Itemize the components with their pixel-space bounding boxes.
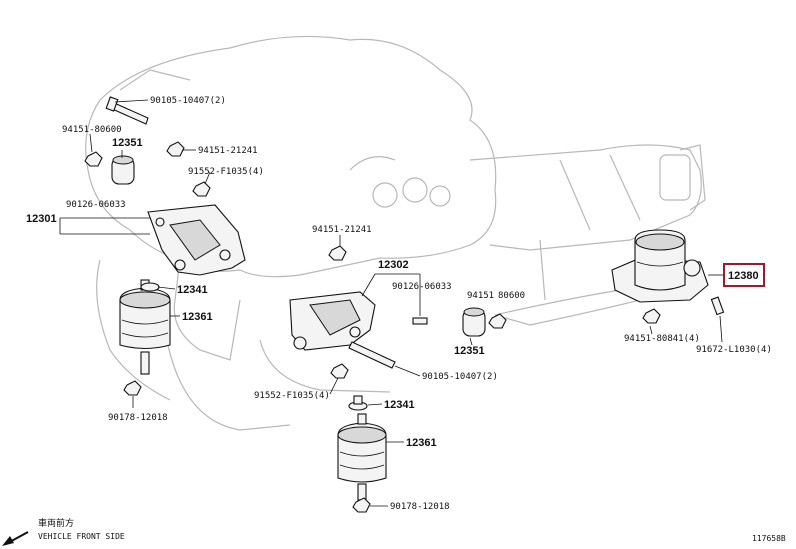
- transmission-ghost-outline: [469, 144, 706, 326]
- nut-94151-21241-center: [328, 245, 347, 261]
- label-80600-center: 80600: [498, 291, 525, 301]
- label-12341-center: 12341: [384, 399, 415, 411]
- label-12351-center: 12351: [454, 345, 485, 357]
- label-94151-21241-left: 94151-21241: [198, 146, 258, 156]
- label-94151-80600-left: 94151-80600: [62, 125, 122, 135]
- label-91672: 91672-L1030(4): [696, 345, 772, 355]
- nut-90178-center: [352, 497, 371, 513]
- nut-94151-80600-left: [84, 151, 103, 167]
- transmission-mount-12380: [611, 229, 709, 303]
- stopper-12351-center: [462, 307, 486, 337]
- bolt-91552-center: [330, 363, 349, 379]
- label-12341-left: 12341: [177, 284, 208, 296]
- label-90126-center: 90126-06033: [392, 282, 452, 292]
- insulator-12361-center: [337, 413, 387, 501]
- label-12351-left: 12351: [112, 137, 143, 149]
- bolt-90126-center: [412, 317, 428, 325]
- bolt-90105-center: [348, 341, 396, 369]
- center-bracket-12302: [289, 291, 376, 351]
- label-90178-left: 90178-12018: [108, 413, 168, 423]
- front-text-jp: 車両前方: [38, 517, 74, 529]
- label-12380[interactable]: 12380: [728, 270, 759, 282]
- nut-90178-left: [123, 380, 142, 396]
- bolt-90105-left: [105, 96, 149, 125]
- label-90126-left: 90126-06033: [66, 200, 126, 210]
- label-12361-left: 12361: [182, 311, 213, 323]
- label-12302: 12302: [378, 259, 409, 271]
- label-90105-left: 90105-10407(2): [150, 96, 226, 106]
- nut-94151-80600-center: [488, 313, 507, 329]
- highlight-box-12380: [723, 263, 765, 287]
- bolt-91552-left: [192, 181, 211, 197]
- label-94151-21241-center: 94151-21241: [312, 225, 372, 235]
- nut-94151-21241-left: [166, 141, 185, 157]
- engine-ghost-outline: [85, 35, 497, 431]
- stopper-12351-left: [111, 155, 135, 185]
- label-91552-left: 91552-F1035(4): [188, 167, 264, 177]
- bolt-91672: [710, 296, 725, 316]
- diagram-id: 117658B: [752, 534, 786, 543]
- label-90105-center: 90105-10407(2): [422, 372, 498, 382]
- washer-12341-left: [140, 282, 160, 292]
- label-94151-80841: 94151-80841(4): [624, 334, 700, 344]
- front-text-en: VEHICLE FRONT SIDE: [38, 532, 125, 541]
- arrow-left-down-icon: [2, 531, 29, 546]
- label-94151-center: 94151: [467, 291, 494, 301]
- label-12301: 12301: [26, 213, 57, 225]
- washer-12341-center: [348, 395, 368, 411]
- left-bracket-12301: [147, 204, 246, 276]
- leader-lines: [59, 99, 724, 507]
- insulator-12361-left: [119, 279, 171, 375]
- label-90178-center: 90178-12018: [390, 502, 450, 512]
- label-91552-center: 91552-F1035(4): [254, 391, 330, 401]
- label-12361-center: 12361: [406, 437, 437, 449]
- nut-94151-80841: [642, 308, 661, 324]
